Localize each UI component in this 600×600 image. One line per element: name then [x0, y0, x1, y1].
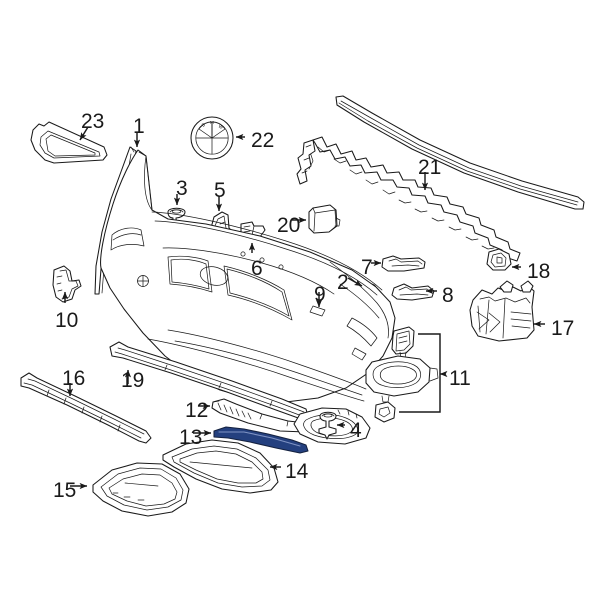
callout-number-20[interactable]: 20: [277, 214, 301, 237]
callout-number-2[interactable]: 2: [337, 271, 349, 294]
svg-text:B: B: [201, 122, 206, 128]
part-4-push-in-body-clip: [318, 411, 337, 440]
part-20-corner-filler-block: [308, 204, 341, 234]
callout-number-1[interactable]: 1: [133, 115, 145, 138]
callout-number-10[interactable]: 10: [55, 309, 79, 332]
part-11-tow-hook-cover-set: [365, 326, 441, 423]
callout-number-4[interactable]: 4: [350, 419, 362, 442]
callout-number-8[interactable]: 8: [442, 284, 454, 307]
callout-number-5[interactable]: 5: [214, 179, 226, 202]
svg-text:M: M: [210, 120, 214, 125]
callout-number-17[interactable]: 17: [551, 317, 575, 340]
callout-number-18[interactable]: 18: [527, 260, 551, 283]
callout-number-21[interactable]: 21: [418, 156, 442, 179]
impact-bar-reinforcement: [296, 136, 521, 262]
callout-number-22[interactable]: 22: [251, 129, 275, 152]
callout-number-13[interactable]: 13: [179, 426, 203, 449]
bumper-cover-main-body: [100, 149, 396, 403]
callout-number-15[interactable]: 15: [53, 479, 77, 502]
callout-number-3[interactable]: 3: [176, 177, 188, 200]
callout-number-6[interactable]: 6: [251, 257, 263, 280]
callout-number-14[interactable]: 14: [285, 460, 309, 483]
callout-number-11[interactable]: 11: [449, 367, 471, 390]
callout-number-12[interactable]: 12: [185, 399, 209, 422]
part-16-lower-spoiler-lip: [20, 372, 152, 444]
callout-number-19[interactable]: 19: [121, 369, 145, 392]
part-23-number-plate-frame: [30, 121, 108, 164]
part-17-energy-absorber-side-section: [469, 280, 535, 342]
part-7-impact-bar-mounting-strip: [381, 255, 426, 272]
svg-text:W: W: [217, 124, 224, 131]
part-15-fog-light-bezel-cover: [92, 462, 190, 517]
part-14-fog-light-bezel-outer: [162, 439, 279, 494]
part-10-side-retaining-bracket: [52, 265, 82, 303]
callout-number-9[interactable]: 9: [314, 283, 326, 306]
part-21-upper-grille-surround-moulding: [335, 95, 585, 210]
callout-number-23[interactable]: 23: [81, 110, 105, 133]
part-13-lower-trim-molding-strip: [213, 426, 309, 454]
callout-number-16[interactable]: 16: [62, 367, 86, 390]
part-8-reinforcement-clip-strip: [391, 283, 435, 301]
part-18-impact-bar-end-bracket: [486, 248, 512, 271]
part-22-bmw-roundel-emblem: B M W: [190, 116, 234, 160]
fog-housing-right-trim: [293, 407, 371, 445]
callout-leaders: [61, 126, 545, 490]
callout-number-7[interactable]: 7: [361, 256, 373, 279]
